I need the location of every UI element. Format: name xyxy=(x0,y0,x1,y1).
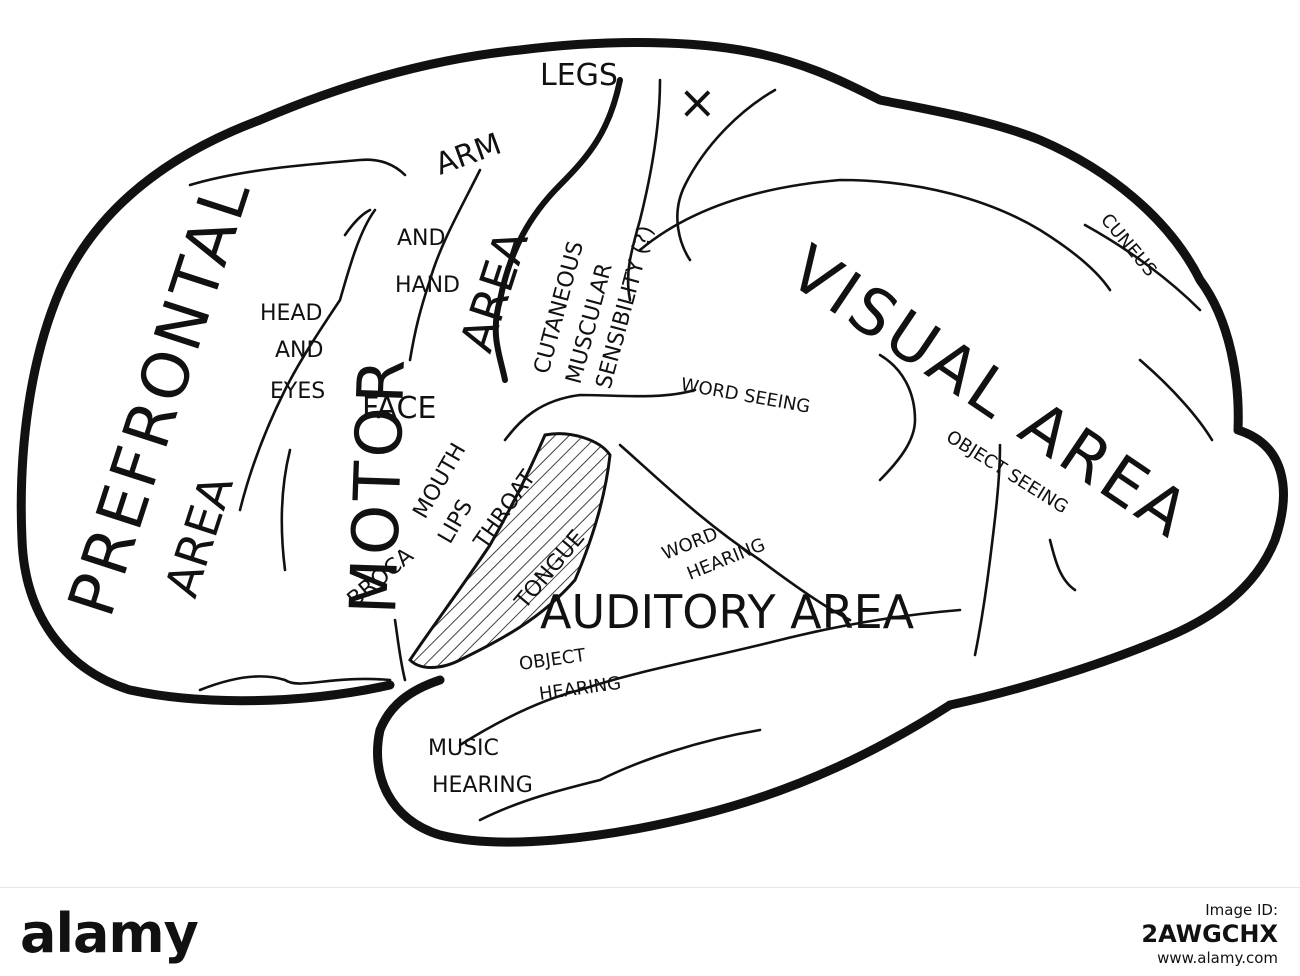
sylvian-fissure xyxy=(503,388,697,442)
object-seeing-sulcus xyxy=(973,443,1002,657)
frontal-sulcus-upper xyxy=(188,158,407,187)
label-and-lower: AND xyxy=(275,338,323,363)
label-arm: ARM xyxy=(431,127,506,183)
label-motor: MOTOR xyxy=(337,354,420,616)
label-auditory-area: AUDITORY AREA xyxy=(540,585,915,639)
label-object-hearing: HEARING xyxy=(538,673,623,705)
visual-sulcus-right xyxy=(1138,358,1214,442)
central-sulcus xyxy=(492,77,623,383)
postcentral-sulcus xyxy=(626,78,662,302)
label-and-upper: AND xyxy=(397,226,445,251)
broca-hatched-region xyxy=(408,432,612,669)
frontal-sulcus-small xyxy=(343,208,372,237)
image-id-code: 2AWGCHX xyxy=(1141,920,1278,948)
label-face: FACE xyxy=(362,391,436,426)
inferior-frontal-sulcus xyxy=(198,675,392,692)
temporal-sulcus-bottom xyxy=(478,728,762,822)
label-music-hearing: HEARING xyxy=(432,773,533,798)
precentral-sulcus xyxy=(238,208,377,512)
label-music: MUSIC xyxy=(428,736,499,761)
superior-temporal-sulcus xyxy=(638,178,1112,292)
motor-sulcus xyxy=(408,168,482,362)
label-x-mark: × xyxy=(678,75,717,129)
label-eyes: EYES xyxy=(270,379,325,404)
label-legs: LEGS xyxy=(540,58,618,93)
broca-sulcus xyxy=(393,618,407,682)
temporal-sulcus-low xyxy=(458,608,962,747)
image-site: www.alamy.com xyxy=(1157,949,1278,967)
parietal-sulcus xyxy=(676,88,777,262)
label-head: HEAD xyxy=(260,301,322,326)
label-word-seeing: WORD SEEING xyxy=(679,374,812,417)
image-id-label: Image ID: xyxy=(1205,901,1278,919)
temporal-sulcus-mid xyxy=(618,443,852,622)
watermark-strip: alamy Image ID: 2AWGCHX www.alamy.com xyxy=(0,887,1300,976)
object-seeing-sulcus-2 xyxy=(1048,538,1077,592)
label-motor-area: AREA xyxy=(449,223,539,358)
brain-diagram: LEGS × ARM AND HAND HEAD AND EYES FACE P… xyxy=(16,38,1288,847)
brain-outline xyxy=(16,38,1288,710)
temporal-lobe-outline xyxy=(373,675,955,847)
alamy-logo: alamy xyxy=(20,902,199,965)
left-frontal-sulcus xyxy=(280,448,292,572)
image-id-block: Image ID: 2AWGCHX www.alamy.com xyxy=(1141,900,1278,968)
label-visual-area: VISUAL AREA xyxy=(776,232,1204,554)
label-cuneus: CUNEUS xyxy=(1096,210,1160,281)
occipital-sulcus xyxy=(1083,223,1202,312)
visual-sulcus xyxy=(878,353,917,482)
label-hand: HAND xyxy=(395,273,460,298)
label-object: OBJECT xyxy=(518,645,588,675)
